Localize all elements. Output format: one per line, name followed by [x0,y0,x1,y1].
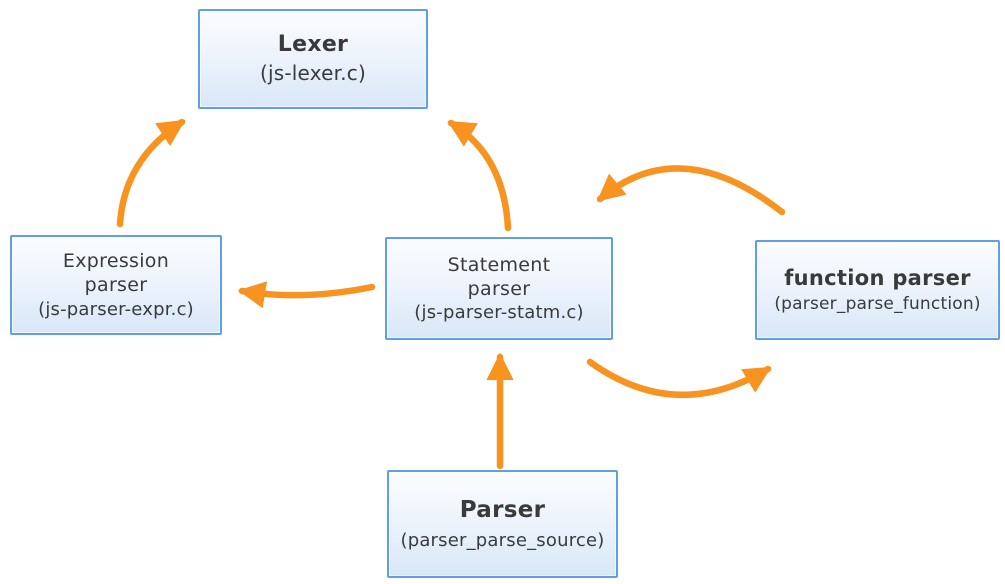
node-expression-parser: Expression parser (js-parser-expr.c) [10,235,222,335]
node-subtitle: (js-parser-expr.c) [38,298,194,320]
node-title: Lexer [277,32,349,58]
node-title: Parser [459,497,546,524]
node-subtitle: (js-lexer.c) [260,61,366,86]
node-statement-parser: Statement parser (js-parser-statm.c) [385,237,613,340]
node-function-parser: function parser (parser_parse_function) [755,240,1000,340]
edge-statement-parser-to-lexer [447,119,512,232]
edge-statement-parser-to-function-parser [586,358,772,399]
node-title: Expression parser [62,250,170,297]
node-subtitle: (js-parser-statm.c) [414,302,584,324]
node-lexer: Lexer (js-lexer.c) [198,9,428,109]
edge-expression-parser-to-lexer [116,118,186,228]
node-subtitle: (parser_parse_source) [400,529,605,551]
node-title: Statement parser [447,253,551,300]
node-title: function parser [784,265,971,290]
node-subtitle: (parser_parse_function) [774,293,981,314]
edge-function-parser-to-statement-parser [596,165,786,216]
node-parser: Parser (parser_parse_source) [387,470,618,578]
edge-statement-parser-to-expression-parser [237,281,376,309]
